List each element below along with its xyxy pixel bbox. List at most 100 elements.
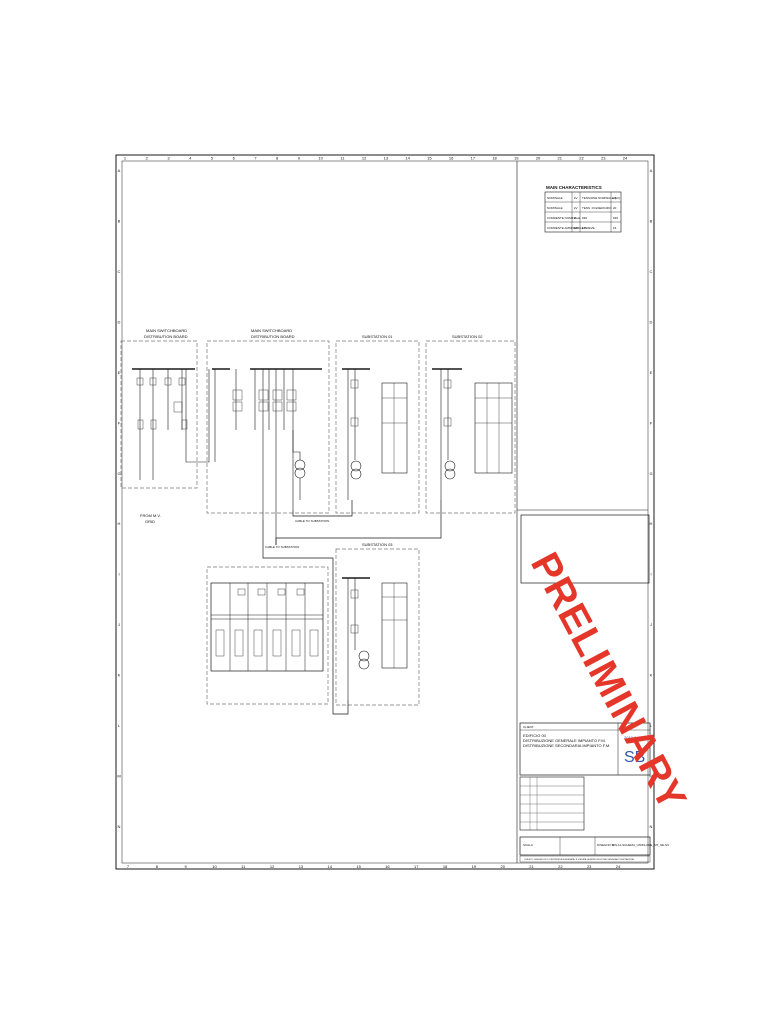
row-marker-left: I xyxy=(118,572,119,577)
row-marker-right: F xyxy=(650,420,653,425)
column-marker-bottom: 10 xyxy=(212,864,217,869)
column-marker-top: 7 xyxy=(254,156,257,161)
cable-label-1: CABLE TO SUBSTATION xyxy=(295,519,329,523)
footer-note: QUESTO DISEGNO È DI PROPRIETÀ RISERVATA.… xyxy=(524,858,635,861)
row-marker-left: F xyxy=(118,420,121,425)
scale-label: SCALA xyxy=(523,843,533,847)
row-marker-left: H xyxy=(118,521,121,526)
char-r2c2: kV xyxy=(574,206,578,210)
project-line-3: DISTRIBUZIONE SECONDARIA IMPIANTO F.M. xyxy=(523,743,610,748)
panel5-label: SUBSTATION 03 xyxy=(362,542,393,547)
column-marker-bottom: 18 xyxy=(443,864,448,869)
row-marker-right: H xyxy=(650,521,653,526)
char-r4c2: kA xyxy=(574,226,578,230)
row-marker-left: G xyxy=(117,471,120,476)
column-marker-top: 9 xyxy=(298,156,301,161)
busbars-and-feeders xyxy=(132,368,513,715)
row-marker-right: L xyxy=(650,723,653,728)
column-marker-bottom: 15 xyxy=(356,864,361,869)
column-marker-bottom: 19 xyxy=(472,864,477,869)
column-marker-top: 2 xyxy=(146,156,149,161)
row-marker-right: E xyxy=(650,370,653,375)
column-marker-bottom: 12 xyxy=(270,864,275,869)
title-block xyxy=(519,514,651,863)
row-marker-right: J xyxy=(650,622,652,627)
panel-labels: MAIN SWITCHBOARD DISTRIBUTION BOARD MAIN… xyxy=(140,328,483,549)
row-marker-left: B xyxy=(118,218,121,223)
column-marker-top: 3 xyxy=(167,156,170,161)
project-line-1: EDIFICIO 00 xyxy=(523,733,547,738)
column-marker-top: 17 xyxy=(471,156,476,161)
characteristics-title: MAIN CHARACTERISTICS xyxy=(546,185,602,190)
row-marker-left: N xyxy=(118,824,121,829)
panel2-label1: MAIN SWITCHBOARD xyxy=(251,328,292,333)
rev-label: REV. xyxy=(621,725,628,729)
row-marker-right: M xyxy=(649,774,652,779)
column-marker-bottom: 13 xyxy=(299,864,304,869)
supply-note-line2: GRID xyxy=(145,519,155,524)
row-marker-right: D xyxy=(650,319,653,324)
row-marker-left: K xyxy=(118,673,121,678)
char-r1c3: TENSIONE NOMINALE (kV) xyxy=(582,196,620,200)
char-r2c4: 20 xyxy=(613,206,617,210)
column-marker-bottom: 14 xyxy=(328,864,333,869)
column-marker-bottom: 7 xyxy=(127,864,130,869)
char-r3c4: 630 xyxy=(613,216,618,220)
drawing-label: DISEGNO N. xyxy=(597,843,615,847)
panel4-label: SUBSTATION 02 xyxy=(452,334,483,339)
panel-boundaries xyxy=(120,340,516,706)
row-marker-left: A xyxy=(118,168,121,173)
panel-substation-01 xyxy=(335,340,420,514)
char-r4c3: 16 xyxy=(582,226,586,230)
panel1-label1: MAIN SWITCHBOARD xyxy=(146,328,187,333)
drawing-frame xyxy=(115,154,655,870)
row-marker-left: C xyxy=(118,269,121,274)
column-marker-top: 5 xyxy=(211,156,214,161)
title-block-text: CLIENT EDIFICIO 00 DISTRIBUZIONE GENERAL… xyxy=(523,725,669,861)
column-marker-top: 24 xyxy=(623,156,628,161)
panel3-label: SUBSTATION 01 xyxy=(362,334,393,339)
column-marker-bottom: 9 xyxy=(185,864,188,869)
row-marker-right: B xyxy=(650,218,653,223)
column-marker-bottom: 8 xyxy=(156,864,159,869)
char-r3c3: 630 xyxy=(582,216,587,220)
row-marker-left: D xyxy=(118,319,121,324)
row-marker-right: K xyxy=(650,673,653,678)
char-r3c1: CORRENTE NOMINALE xyxy=(547,216,580,220)
column-marker-top: 21 xyxy=(558,156,563,161)
panel-main-distribution-1 xyxy=(120,340,198,489)
row-marker-left: L xyxy=(118,723,121,728)
column-marker-top: 14 xyxy=(405,156,410,161)
client-label: CLIENT xyxy=(523,725,534,729)
column-marker-top: 11 xyxy=(340,156,345,161)
panel-main-distribution-2 xyxy=(206,340,330,514)
panel1-label2: DISTRIBUTION BOARD xyxy=(144,334,188,339)
column-marker-top: 18 xyxy=(492,156,497,161)
column-marker-bottom: 16 xyxy=(385,864,390,869)
char-r1c2: kV xyxy=(574,196,578,200)
column-marker-top: 19 xyxy=(514,156,519,161)
row-marker-left: J xyxy=(118,622,120,627)
column-marker-bottom: 21 xyxy=(529,864,534,869)
column-marker-top: 13 xyxy=(384,156,389,161)
panel-substation-03 xyxy=(335,548,420,706)
row-marker-left: M xyxy=(117,774,120,779)
drawing-code: DIS-11-SCHEMA_UNIFILARE_MT_SE-SU xyxy=(612,843,669,847)
char-r2c3: TENS. DI ESERCIZIO xyxy=(582,206,612,210)
column-marker-top: 20 xyxy=(536,156,541,161)
cable-label-2: CABLE TO SUBSTATION xyxy=(265,545,299,549)
column-marker-top: 6 xyxy=(233,156,236,161)
row-marker-right: A xyxy=(650,168,653,173)
column-marker-bottom: 23 xyxy=(587,864,592,869)
column-marker-top: 22 xyxy=(579,156,584,161)
column-marker-top: 1 xyxy=(124,156,127,161)
column-marker-top: 8 xyxy=(276,156,279,161)
column-marker-top: 16 xyxy=(449,156,454,161)
column-marker-top: 15 xyxy=(427,156,432,161)
panel-substation-02 xyxy=(425,340,516,514)
column-marker-bottom: 24 xyxy=(616,864,621,869)
